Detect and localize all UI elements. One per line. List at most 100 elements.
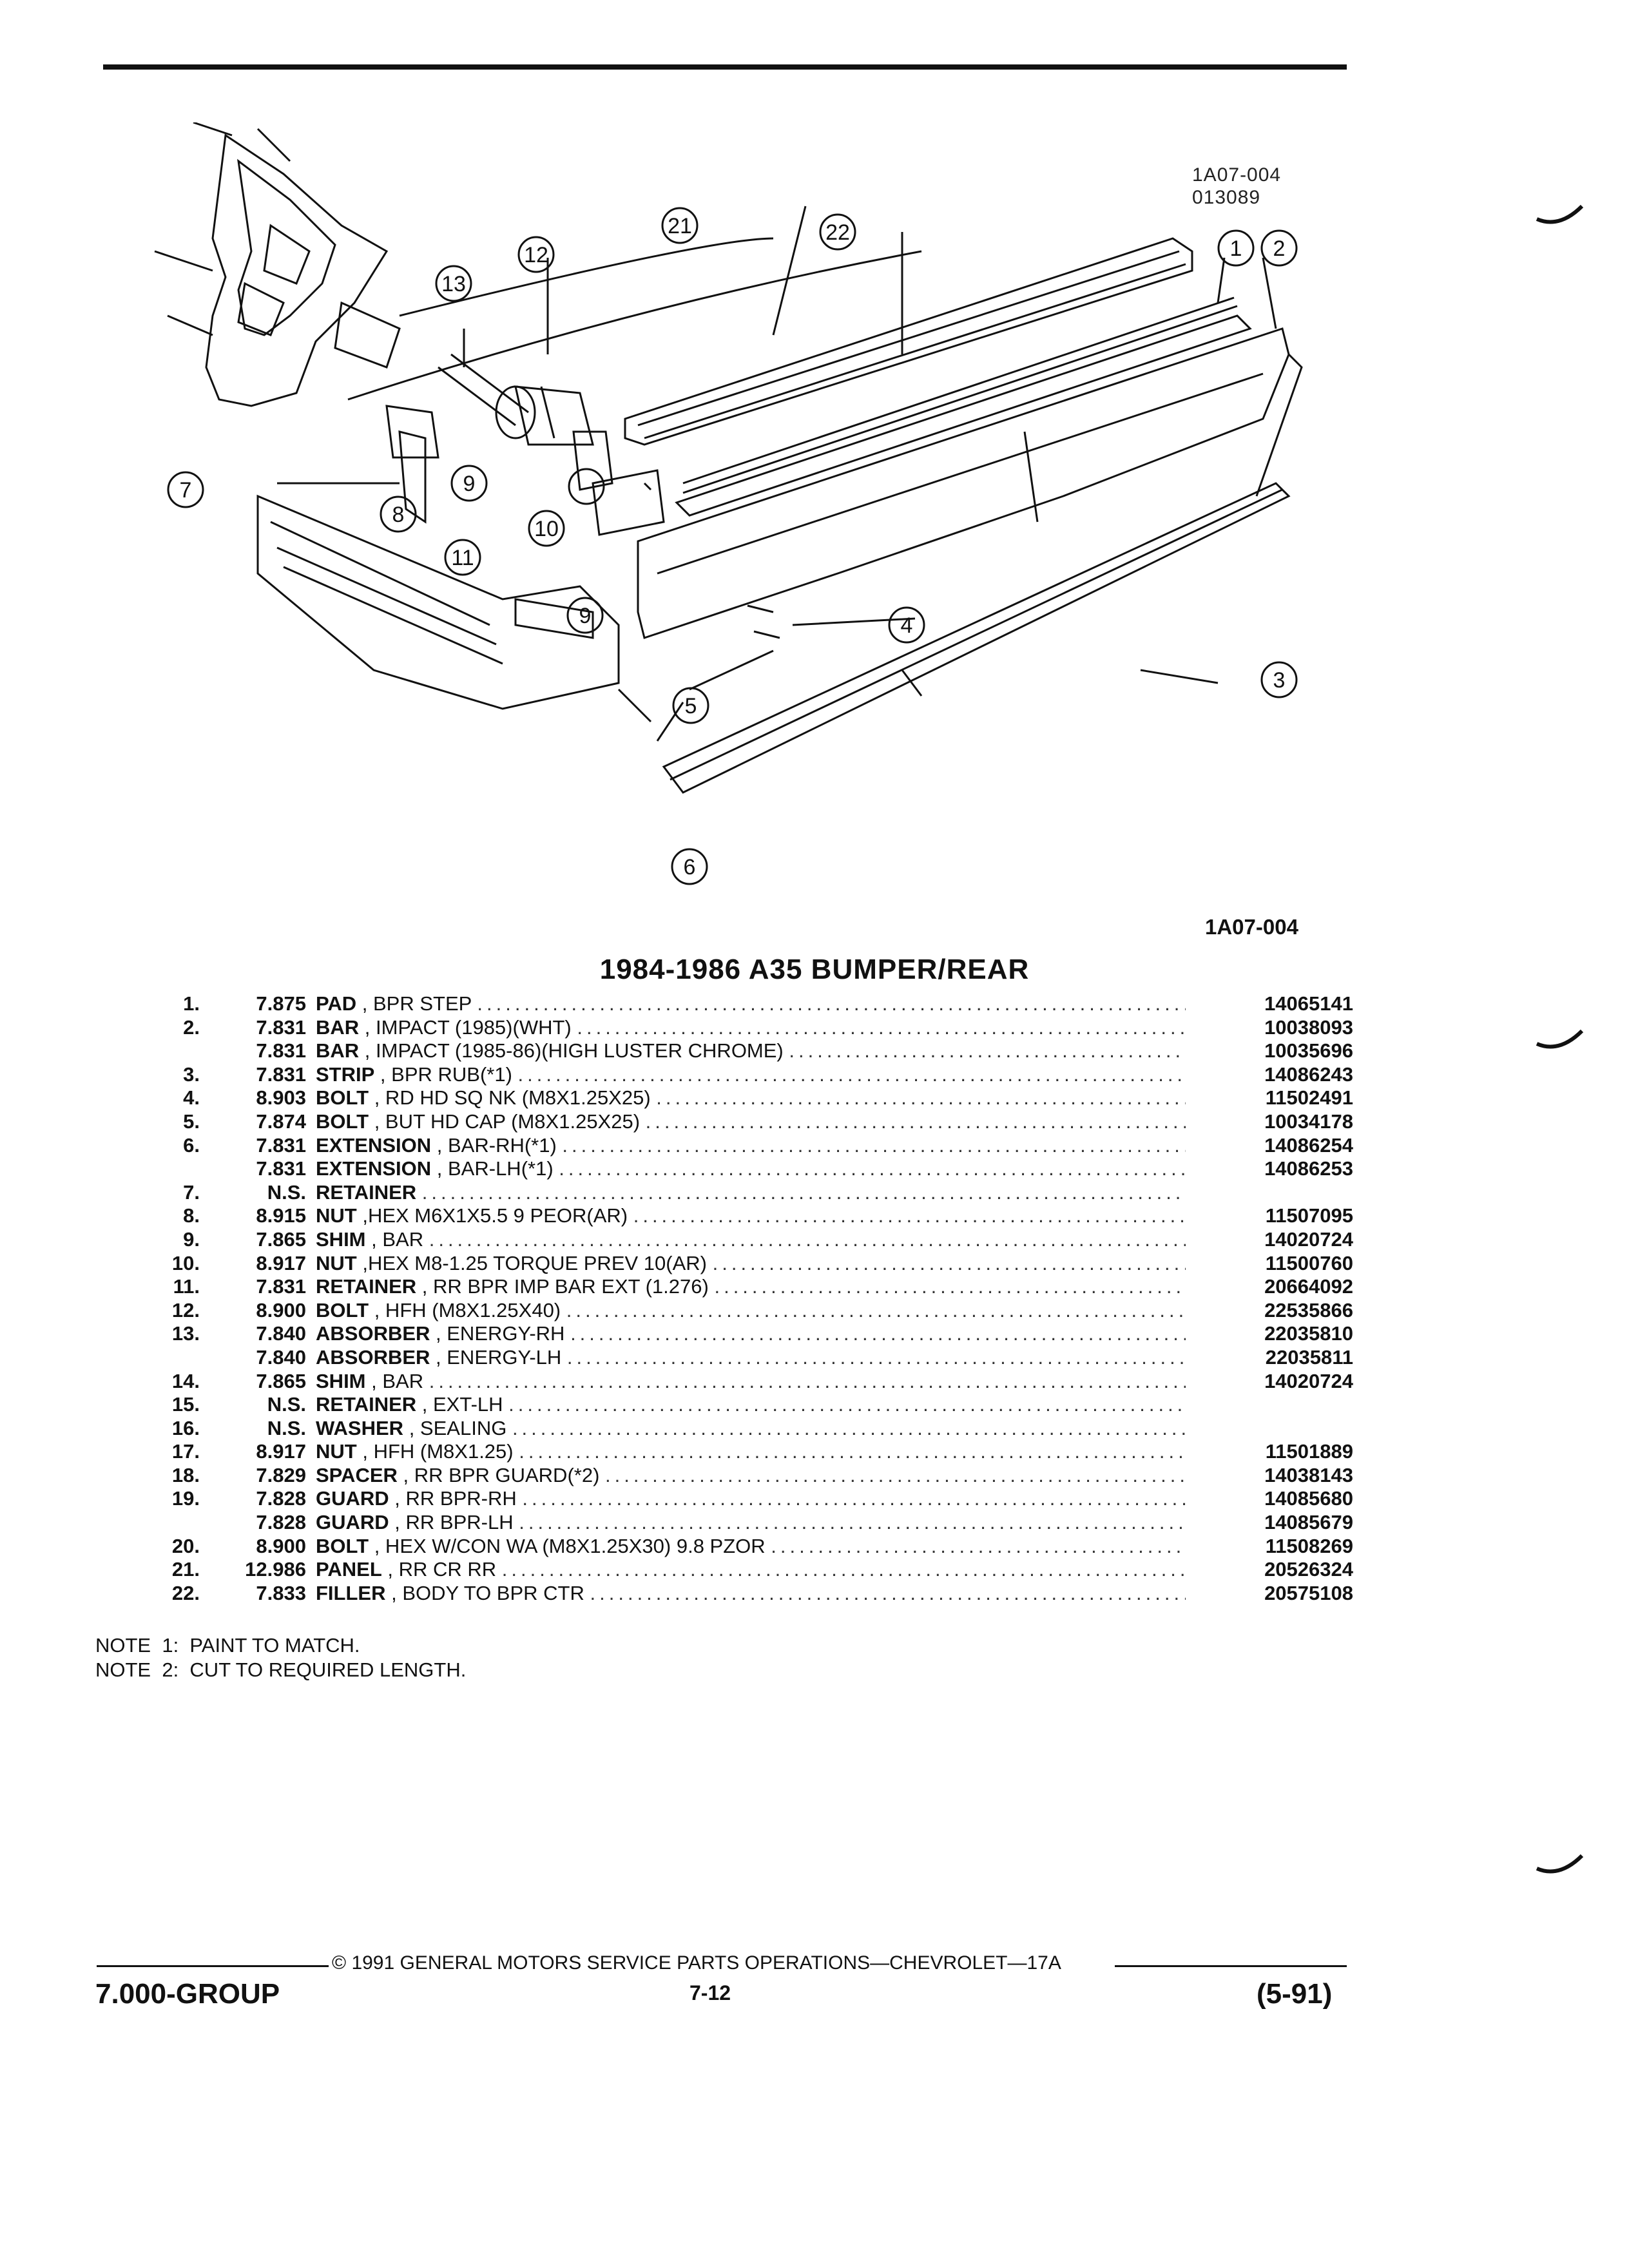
item-number: 22. [171, 1581, 200, 1604]
part-desc-detail: , BAR [371, 1369, 424, 1392]
item-number: 18. [171, 1463, 200, 1486]
part-name: NUT [316, 1440, 357, 1463]
shim-drawing-2 [592, 469, 665, 536]
part-name: EXTENSION [316, 1157, 432, 1180]
group-number: 7.831 [256, 1039, 306, 1062]
part-number: 20575108 [1264, 1581, 1353, 1604]
filler-drawing [624, 237, 1193, 446]
part-name: GUARD [316, 1511, 389, 1534]
item-number: 1. [183, 992, 200, 1015]
footer-rule-right [1115, 1965, 1347, 1967]
leader-dots: ........................................… [517, 1062, 1186, 1086]
callout-4: 4 [901, 613, 913, 638]
group-number: 7.831 [256, 1157, 306, 1180]
part-name: BOLT [316, 1534, 369, 1557]
part-description: GUARD , RR BPR-RH ......................… [316, 1487, 1186, 1510]
leader-dots: ........................................… [429, 1227, 1186, 1251]
group-number: 7.875 [256, 992, 306, 1015]
part-name: FILLER [316, 1581, 386, 1604]
leader-dots: ........................................… [605, 1463, 1186, 1486]
leader-dots: ........................................… [714, 1275, 1186, 1298]
leader-dots: ........................................… [522, 1487, 1186, 1510]
item-number: 8. [183, 1204, 200, 1227]
part-number: 14038143 [1264, 1463, 1353, 1486]
part-description: BAR , IMPACT (1985-86)(HIGH LUSTER CHROM… [316, 1039, 1186, 1062]
part-description: GUARD , RR BPR-LH ......................… [316, 1511, 1186, 1534]
callout-8: 8 [392, 503, 405, 527]
shim-drawing [385, 405, 439, 459]
group-number: 7.840 [256, 1322, 306, 1345]
rub-strip-drawing [662, 482, 1291, 794]
part-desc-detail: ,HEX M6X1X5.5 9 PEOR(AR) [362, 1204, 628, 1227]
footer-rule-left [97, 1965, 329, 1967]
callout-9: 9 [463, 472, 476, 496]
part-desc-detail: , RR BPR-LH [394, 1511, 514, 1534]
leader-dots: ........................................… [633, 1204, 1186, 1227]
leader-dots: ........................................… [712, 1251, 1186, 1274]
item-number: 16. [171, 1416, 200, 1439]
item-number: 2. [183, 1015, 200, 1039]
part-description: RETAINER , EXT-LH ......................… [316, 1393, 1186, 1416]
leader-dots: ........................................… [477, 992, 1186, 1015]
group-number: N.S. [267, 1393, 306, 1416]
callout-13: 13 [441, 272, 466, 296]
part-desc-detail: , BAR-RH(*1) [436, 1133, 557, 1157]
part-desc-detail: , RD HD SQ NK (M8X1.25X25) [374, 1086, 651, 1110]
part-description: BOLT , RD HD SQ NK (M8X1.25X25) ........… [316, 1086, 1186, 1110]
item-number: 11. [173, 1275, 200, 1298]
leader-dots: ........................................… [566, 1345, 1186, 1369]
part-description: PANEL , RR CR RR .......................… [316, 1558, 1186, 1581]
part-name: PANEL [316, 1558, 382, 1581]
footer-date: (5-91) [1257, 1978, 1333, 2010]
leader-dots: ........................................… [559, 1157, 1186, 1180]
part-description: ABSORBER , ENERGY-LH ...................… [316, 1346, 1186, 1369]
part-description: ABSORBER , ENERGY-RH ...................… [316, 1322, 1186, 1345]
part-number: 10038093 [1264, 1015, 1353, 1039]
part-name: GUARD [316, 1487, 389, 1510]
body-quarter-panel-drawing [154, 122, 401, 407]
item-number: 15. [171, 1393, 200, 1416]
part-description: RETAINER ...............................… [316, 1181, 1186, 1204]
callout-9b: 9 [579, 604, 592, 628]
part-desc-detail: , IMPACT (1985-86)(HIGH LUSTER CHROME) [364, 1039, 784, 1062]
impact-bar-drawing [637, 327, 1303, 639]
part-name: SPACER [316, 1463, 398, 1486]
part-name: WASHER [316, 1416, 404, 1439]
leader-dots: ........................................… [590, 1581, 1186, 1604]
item-number: 4. [183, 1086, 200, 1110]
part-description: BOLT , HEX W/CON WA (M8X1.25X30) 9.8 PZO… [316, 1535, 1186, 1558]
group-number: 7.831 [256, 1133, 306, 1157]
callout-6: 6 [684, 855, 696, 879]
part-name: STRIP [316, 1062, 375, 1086]
callout-12: 12 [524, 243, 548, 267]
leader-dots: ........................................… [570, 1322, 1186, 1345]
callout-3: 3 [1273, 668, 1286, 693]
part-desc-detail: , ENERGY-RH [436, 1322, 565, 1345]
item-number: 20. [171, 1534, 200, 1557]
part-name: RETAINER [316, 1393, 417, 1416]
leader-dots: ........................................… [512, 1416, 1186, 1439]
part-number: 14085679 [1264, 1511, 1353, 1534]
part-name: PAD [316, 992, 357, 1015]
group-number: 7.831 [256, 1275, 306, 1298]
part-description: NUT ,HEX M8-1.25 TORQUE PREV 10(AR) ....… [316, 1252, 1186, 1275]
part-description: RETAINER , RR BPR IMP BAR EXT (1.276) ..… [316, 1275, 1186, 1298]
part-row: 15. N.S. RETAINER , EXT-LH ...............… [129, 1393, 1353, 1417]
item-number: 5. [183, 1110, 200, 1133]
group-number: 8.915 [256, 1204, 306, 1227]
part-description: NUT ,HEX M6X1X5.5 9 PEOR(AR) ...........… [316, 1204, 1186, 1227]
part-name: BAR [316, 1039, 360, 1062]
leader-dots: ........................................… [656, 1086, 1186, 1110]
note-line: NOTE 1: PAINT TO MATCH. [95, 1634, 360, 1657]
part-description: SPACER , RR BPR GUARD(*2) ..............… [316, 1464, 1186, 1487]
part-number: 22535866 [1264, 1298, 1353, 1321]
item-number: 14. [171, 1369, 200, 1392]
group-number: 7.865 [256, 1369, 306, 1392]
figure-sub-id: 013089 [1192, 187, 1261, 208]
